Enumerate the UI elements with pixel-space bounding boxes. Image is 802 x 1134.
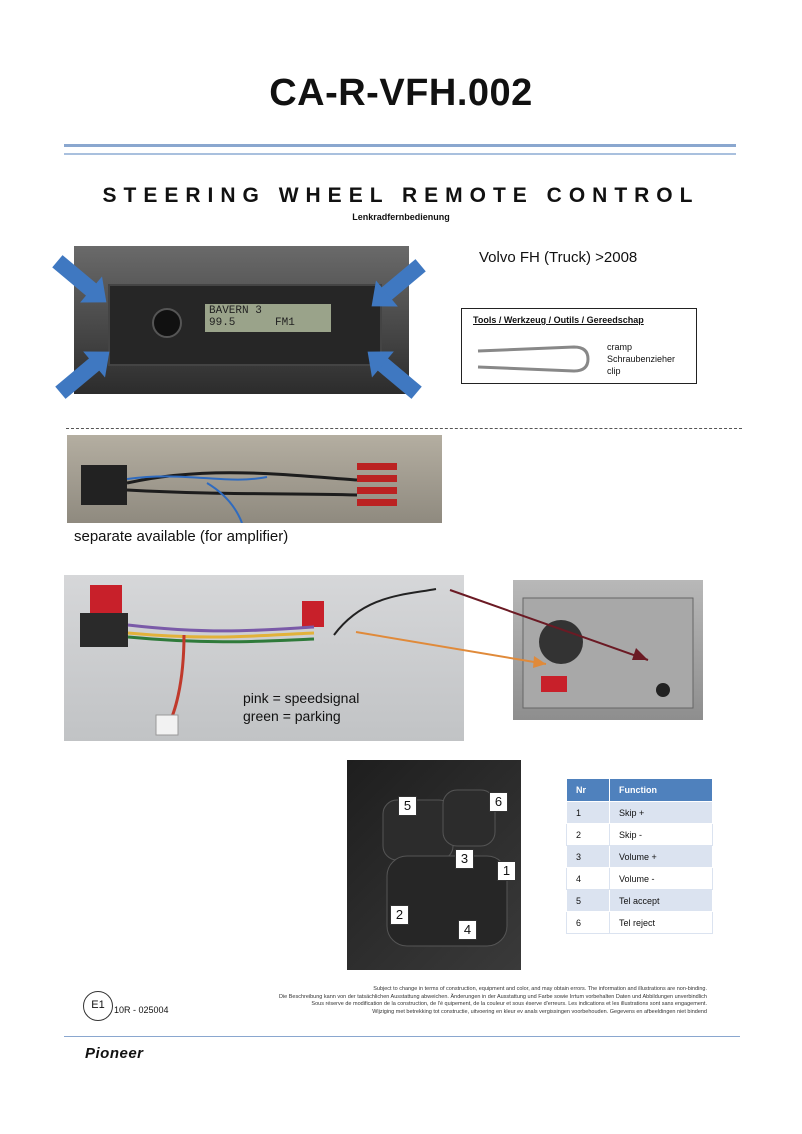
header-rule-thin (64, 153, 736, 155)
cable-illustration (81, 463, 397, 523)
radio-faceplate: BAVERN 3 99.5 FM1 (108, 284, 382, 366)
disclaimer-de: Die Beschreibung kann von der tatsächlic… (278, 993, 707, 1000)
table-header-row: Nr Function (566, 778, 713, 802)
vehicle-model: Volvo FH (Truck) >2008 (479, 249, 638, 266)
row-number: 3 (566, 845, 610, 868)
section-divider (66, 428, 742, 429)
tool-item: clip (607, 366, 621, 376)
radio-display-line1: BAVERN 3 (209, 305, 262, 317)
footer-rule (64, 1036, 740, 1037)
callout-1: 1 (497, 861, 516, 881)
row-function: Skip - (609, 823, 713, 846)
row-function: Volume + (609, 845, 713, 868)
section-subtitle-german: Lenkradfernbedienung (352, 212, 450, 222)
harness-illustration (80, 585, 437, 736)
brand-logo: Pioneer (85, 1045, 144, 1062)
column-header: Nr (566, 778, 610, 802)
radio-photo: BAVERN 3 99.5 FM1 (74, 246, 409, 394)
callout-5: 5 (398, 796, 417, 816)
disclaimer: Subject to change in terms of constructi… (180, 986, 707, 1016)
tools-list: cramp Schraubenzieher clip (607, 341, 675, 377)
row-number: 4 (566, 867, 610, 890)
row-number: 1 (566, 801, 610, 824)
approval-number: 10R - 025004 (114, 1005, 169, 1015)
e1-approval-badge: E1 (83, 991, 113, 1021)
callout-4: 4 (458, 920, 477, 940)
removal-key-icon (477, 345, 590, 373)
section-subtitle: STEERING WHEEL REMOTE CONTROL (102, 184, 700, 207)
row-number: 6 (566, 911, 610, 934)
tools-title: Tools / Werkzeug / Outils / Gereedschap (473, 315, 644, 325)
tools-box: Tools / Werkzeug / Outils / Gereedschap … (461, 308, 697, 384)
tool-item: Schraubenzieher (607, 354, 676, 364)
callout-3: 3 (455, 849, 474, 869)
head-unit-rear-photo (513, 580, 703, 720)
row-function: Volume - (609, 867, 713, 890)
disclaimer-en: Subject to change in terms of constructi… (373, 986, 707, 992)
harness-note-speed: pink = speedsignal (243, 690, 360, 706)
header-rule (64, 144, 736, 147)
row-function: Tel accept (609, 889, 713, 912)
tool-item: cramp (607, 342, 633, 352)
row-function: Tel reject (609, 911, 713, 934)
amplifier-cable-photo (67, 435, 442, 523)
volume-knob-icon (152, 308, 182, 338)
radio-display-line2: 99.5 FM1 (209, 317, 295, 329)
harness-notes: pink = speedsignal green = parking (243, 689, 359, 725)
row-number: 2 (566, 823, 610, 846)
harness-note-parking: green = parking (243, 708, 341, 724)
disclaimer-nl: Wijziging met betrekking tot constructie… (372, 1008, 707, 1015)
steering-wheel-buttons-photo: 5 6 3 1 2 4 (347, 760, 521, 970)
row-number: 5 (566, 889, 610, 912)
column-header: Function (609, 778, 713, 802)
row-function: Skip + (609, 801, 713, 824)
document-title: CA-R-VFH.002 (269, 72, 533, 114)
cable-note: separate available (for amplifier) (74, 528, 289, 545)
head-unit-illustration (522, 597, 694, 709)
callout-6: 6 (489, 792, 508, 812)
callout-2: 2 (390, 905, 409, 925)
radio-display: BAVERN 3 99.5 FM1 (205, 304, 331, 332)
disclaimer-fr: Sous réserve de modification de la const… (311, 1001, 707, 1007)
